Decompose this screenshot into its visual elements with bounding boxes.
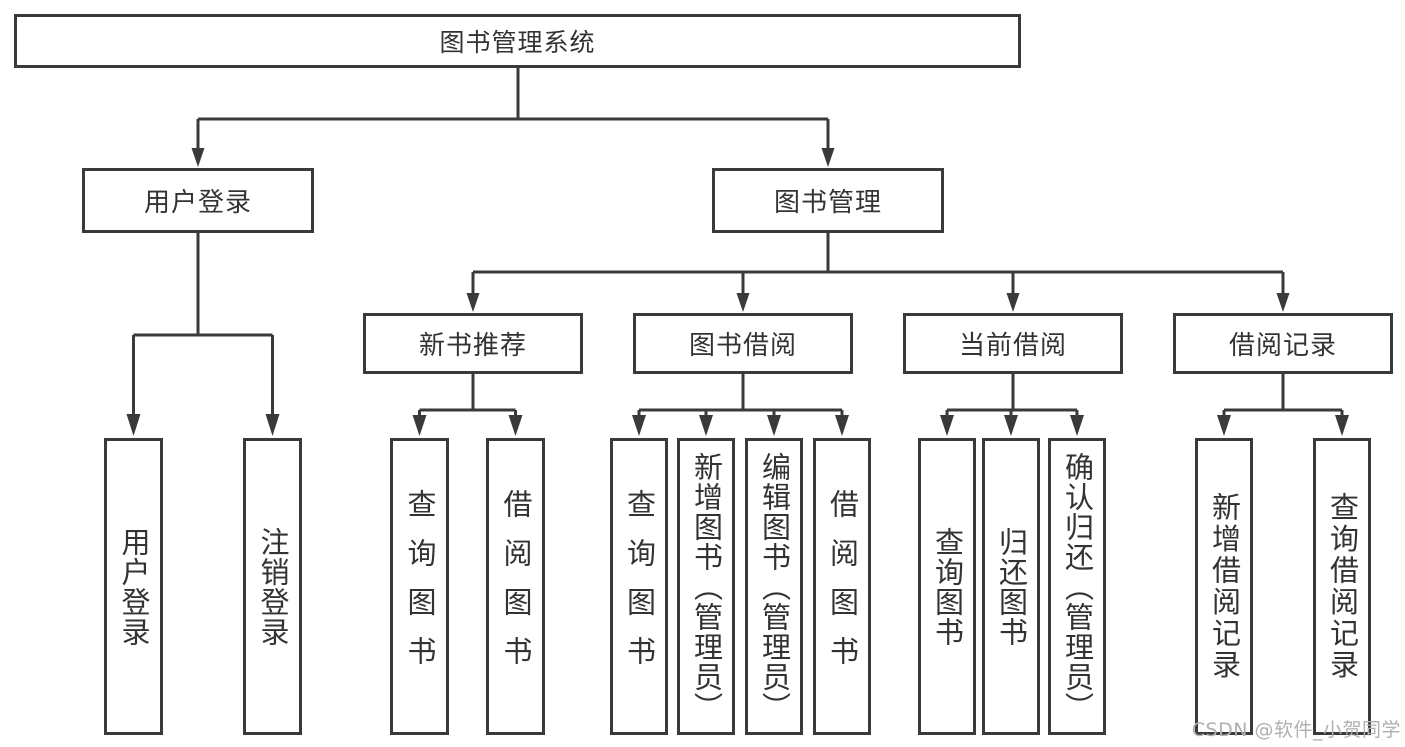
node-label: 图书借阅 — [688, 331, 797, 361]
leaf-label: 注销登录 — [256, 526, 290, 647]
node-library-system: 图书管理系统 — [14, 14, 1021, 68]
leaf-label: 查询借阅记录 — [1325, 492, 1360, 681]
leaf-label: 借阅图书 — [499, 488, 533, 685]
node-label: 图书管理系统 — [439, 28, 596, 57]
leaf-query-books-1: 查询图书 — [390, 438, 449, 735]
connector-path — [132, 68, 1344, 419]
node-new-book-recommend: 新书推荐 — [363, 313, 583, 374]
leaf-label: 借阅图书 — [825, 488, 860, 685]
leaf-logout: 注销登录 — [243, 438, 302, 735]
leaf-borrow-books-2: 借阅图书 — [813, 438, 871, 735]
node-book-borrow: 图书借阅 — [633, 313, 853, 374]
leaf-confirm-return-admin: 确认归还（管理员） — [1048, 438, 1106, 735]
leaf-query-books-3: 查询图书 — [918, 438, 976, 735]
node-book-management: 图书管理 — [712, 168, 944, 233]
leaf-borrow-books-1: 借阅图书 — [486, 438, 545, 735]
node-user-login: 用户登录 — [82, 168, 314, 233]
leaf-query-borrow-record: 查询借阅记录 — [1313, 438, 1371, 735]
leaf-label: 归还图书 — [994, 526, 1029, 647]
node-current-borrow: 当前借阅 — [903, 313, 1123, 374]
leaf-label: 新增图书（管理员） — [689, 451, 724, 722]
leaf-label: 查询图书 — [930, 526, 965, 647]
leaf-query-books-2: 查询图书 — [610, 438, 668, 735]
node-label: 用户登录 — [143, 188, 252, 218]
node-label: 新书推荐 — [418, 331, 527, 361]
leaf-edit-book-admin: 编辑图书（管理员） — [745, 438, 803, 735]
leaf-label: 查询图书 — [622, 488, 657, 685]
leaf-user-login: 用户登录 — [104, 438, 163, 735]
node-label: 当前借阅 — [958, 331, 1067, 361]
leaf-label: 确认归还（管理员） — [1060, 451, 1095, 722]
leaf-label: 用户登录 — [117, 526, 151, 647]
node-label: 借阅记录 — [1228, 331, 1337, 361]
node-label: 图书管理 — [773, 188, 882, 218]
leaf-label: 新增借阅记录 — [1207, 492, 1242, 681]
leaf-label: 编辑图书（管理员） — [757, 451, 792, 722]
leaf-label: 查询图书 — [403, 488, 437, 685]
leaf-return-books: 归还图书 — [982, 438, 1040, 735]
node-borrow-records: 借阅记录 — [1173, 313, 1393, 374]
leaf-add-book-admin: 新增图书（管理员） — [677, 438, 735, 735]
leaf-add-borrow-record: 新增借阅记录 — [1195, 438, 1253, 735]
csdn-watermark: CSDN @软件_小贺同学 — [1191, 719, 1401, 741]
arrowheads — [126, 148, 1349, 436]
